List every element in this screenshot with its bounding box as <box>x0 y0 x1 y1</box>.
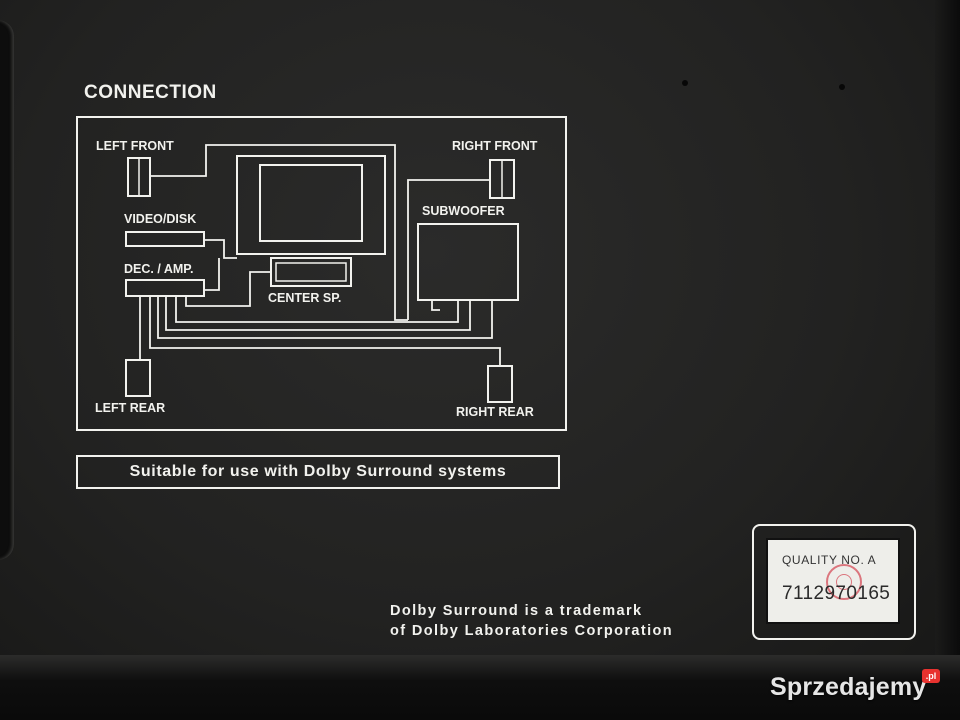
quality-label-frame <box>752 524 916 640</box>
right-rear-speaker <box>487 365 513 403</box>
wire <box>175 296 459 323</box>
dec-amp-label: DEC. / AMP. <box>124 262 193 276</box>
center-sp-label: CENTER SP. <box>268 291 341 305</box>
wire <box>150 144 408 321</box>
wiring <box>139 144 501 366</box>
inspection-stamp-icon <box>826 564 862 600</box>
wire <box>149 296 501 366</box>
quality-sticker: QUALITY NO. A 7112970165 <box>766 538 900 624</box>
dec-amp-box <box>125 279 205 297</box>
video-disk-box <box>125 231 205 247</box>
screw-hole <box>682 80 688 86</box>
center-speaker-inner <box>275 262 347 282</box>
wire <box>185 271 271 307</box>
watermark-badge: .pl <box>922 669 940 683</box>
screw-hole <box>839 84 845 90</box>
wire <box>165 296 471 331</box>
video-disk-label: VIDEO/DISK <box>124 212 196 226</box>
left-rear-speaker <box>125 359 151 397</box>
dolby-suitable-box: Suitable for use with Dolby Surround sys… <box>76 455 560 489</box>
quality-label-text: QUALITY NO. A <box>782 553 877 567</box>
subwoofer-label: SUBWOOFER <box>422 204 505 218</box>
trademark-line-1: Dolby Surround is a trademark <box>390 603 643 619</box>
stamp-inner <box>836 574 852 590</box>
wire <box>204 258 220 291</box>
diagram-frame <box>76 116 567 431</box>
panel-bottom-edge <box>0 655 960 720</box>
tv-outer <box>236 155 386 255</box>
tv-screen <box>259 164 363 242</box>
wire <box>407 179 490 320</box>
trademark-line-2: of Dolby Laboratories Corporation <box>390 623 674 639</box>
left-rear-label: LEFT REAR <box>95 401 165 415</box>
wire <box>431 300 440 311</box>
trademark-notice: Dolby Surround is a trademark of Dolby L… <box>390 601 673 641</box>
wire <box>204 239 237 259</box>
connection-title: CONNECTION <box>84 82 217 103</box>
left-front-label: LEFT FRONT <box>96 139 174 153</box>
subwoofer-box <box>417 223 519 301</box>
quality-number: 7112970165 <box>782 583 891 604</box>
wire <box>157 296 493 339</box>
panel-left-edge <box>0 20 14 560</box>
panel-right-edge <box>935 0 960 720</box>
right-rear-label: RIGHT REAR <box>456 405 534 419</box>
right-front-label: RIGHT FRONT <box>452 139 538 153</box>
watermark-text: Sprzedajemy <box>770 673 927 701</box>
center-speaker <box>270 257 352 287</box>
